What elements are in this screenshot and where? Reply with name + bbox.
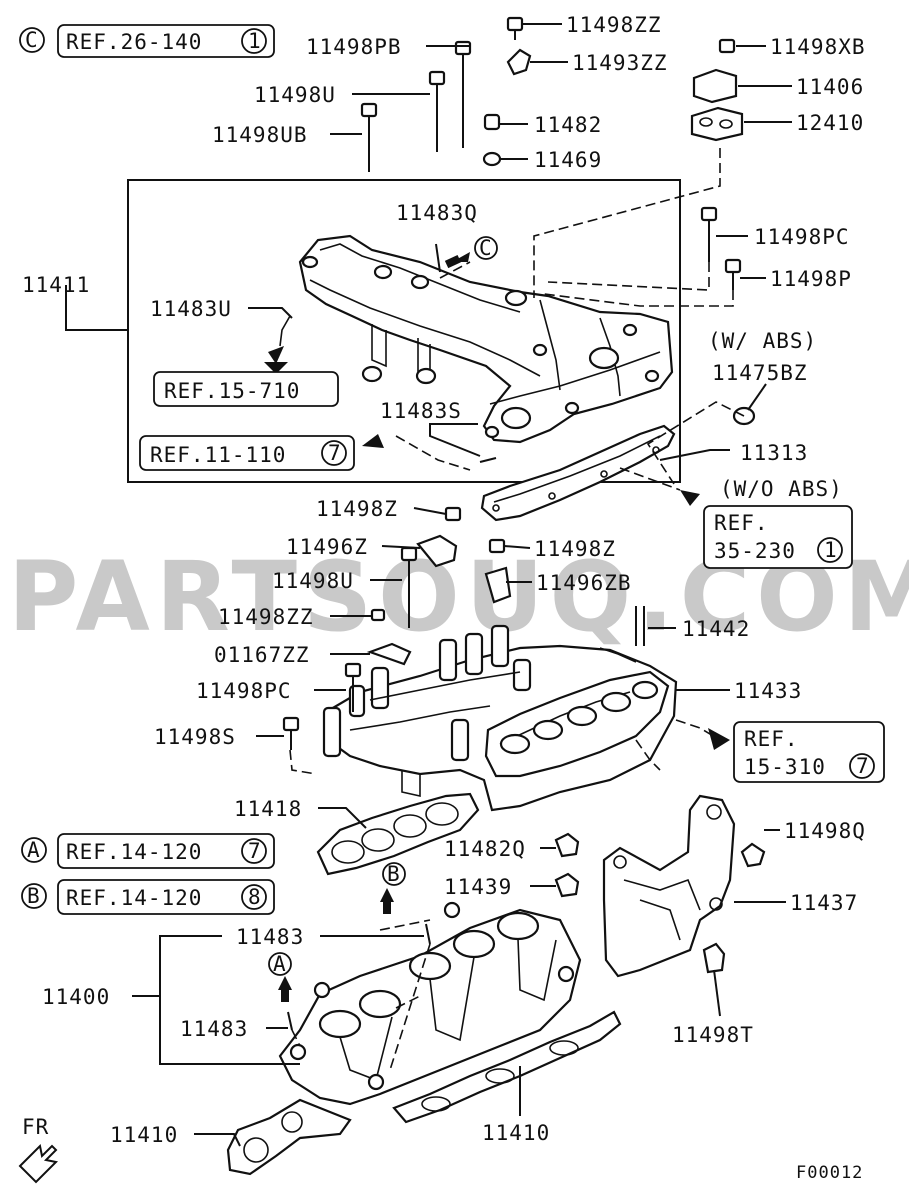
group-label-11411[interactable]: 11411 (22, 273, 90, 297)
callout-b-marker: B (382, 862, 406, 886)
ref-15-310[interactable]: REF. 15-310 7 (733, 721, 885, 783)
part-label-11498PC-mid[interactable]: 11498PC (196, 679, 292, 703)
ref-11-110[interactable]: REF.11-110 7 (139, 435, 355, 471)
part-label-11483S[interactable]: 11483S (380, 399, 462, 423)
part-label-11483U[interactable]: 11483U (150, 297, 232, 321)
intake-manifold-11433-illustration (322, 624, 678, 812)
part-label-11406[interactable]: 11406 (796, 75, 864, 99)
part-label-11498XB[interactable]: 11498XB (770, 35, 866, 59)
part-label-01167ZZ[interactable]: 01167ZZ (214, 643, 310, 667)
ref-14-120-b-text: REF.14-120 (66, 886, 202, 910)
ref-14-120-a-text: REF.14-120 (66, 840, 202, 864)
part-label-11418[interactable]: 11418 (234, 797, 302, 821)
part-label-11483-a[interactable]: 11483 (236, 925, 304, 949)
part-label-11498UB[interactable]: 11498UB (212, 123, 308, 147)
callout-a-marker: A (268, 952, 292, 976)
ref-15-310-line2: 15-310 (744, 755, 826, 779)
part-label-11498ZZ-mid[interactable]: 11498ZZ (218, 605, 314, 629)
part-label-11482Q[interactable]: 11482Q (444, 837, 526, 861)
gasket-11410-right-illustration (392, 1010, 622, 1124)
small-parts (279, 16, 766, 1031)
leader-lines (132, 23, 792, 1147)
part-label-11410-a[interactable]: 11410 (110, 1123, 178, 1147)
callout-c-marker: C (474, 236, 498, 260)
part-label-11496Z[interactable]: 11496Z (286, 535, 368, 559)
part-labels: 11498ZZ 11498PB 11493ZZ 11498XB 11406 11… (22, 13, 866, 1147)
ref-14-120-a[interactable]: A REF.14-120 7 (21, 833, 275, 869)
callout-b-label: B (27, 884, 41, 908)
ref-11-110-number: 7 (328, 441, 342, 465)
figure-code: F00012 (796, 1163, 863, 1183)
gasket-11313-illustration (480, 424, 676, 522)
ref-15-310-number: 7 (856, 754, 870, 778)
part-label-11498P[interactable]: 11498P (770, 267, 852, 291)
part-label-11498ZZ-top[interactable]: 11498ZZ (566, 13, 662, 37)
part-label-11498Z-b[interactable]: 11498Z (534, 537, 616, 561)
lower-intake-manifold-11400-illustration (278, 901, 582, 1106)
note-without-abs: (W/O ABS) (720, 477, 843, 501)
callout-b-marker-label: B (387, 862, 401, 886)
part-label-11498PB[interactable]: 11498PB (306, 35, 402, 59)
arrows (18, 252, 730, 1184)
part-label-11483-b[interactable]: 11483 (180, 1017, 248, 1041)
front-direction-label: FR (22, 1115, 49, 1139)
ref-35-230[interactable]: REF. 35-230 1 (703, 505, 853, 569)
gasket-11410-left-illustration (226, 1098, 352, 1176)
callout-a-marker-label: A (273, 952, 287, 976)
part-label-11469[interactable]: 11469 (534, 148, 602, 172)
part-label-11498Q[interactable]: 11498Q (784, 819, 866, 843)
ref-15-310-line1: REF. (744, 727, 799, 751)
ref-35-230-line2: 35-230 (714, 539, 796, 563)
callout-c-marker-label: C (479, 236, 493, 260)
ref-15-710[interactable]: REF.15-710 (153, 371, 339, 407)
upper-intake-manifold-illustration (298, 234, 674, 444)
part-label-11482[interactable]: 11482 (534, 113, 602, 137)
part-label-11483Q[interactable]: 11483Q (396, 201, 478, 225)
part-label-11498PC-top[interactable]: 11498PC (754, 225, 850, 249)
part-label-11313[interactable]: 11313 (740, 441, 808, 465)
part-label-11442[interactable]: 11442 (682, 617, 750, 641)
part-label-11498U-top[interactable]: 11498U (254, 83, 336, 107)
part-label-11433[interactable]: 11433 (734, 679, 802, 703)
group-leader-11411 (65, 285, 128, 331)
ref-26-140-number: 1 (248, 29, 262, 53)
part-label-11400[interactable]: 11400 (42, 985, 110, 1009)
ref-35-230-number: 1 (824, 538, 838, 562)
part-label-11498Z-a[interactable]: 11498Z (316, 497, 398, 521)
part-label-11496ZB[interactable]: 11496ZB (536, 571, 632, 595)
ref-35-230-line1: REF. (714, 511, 769, 535)
callout-c-label: C (25, 28, 39, 52)
bracket-11437-illustration (602, 794, 736, 978)
part-label-11437[interactable]: 11437 (790, 891, 858, 915)
ref-26-140[interactable]: C REF.26-140 1 (19, 24, 275, 58)
part-label-11498U-mid[interactable]: 11498U (272, 569, 354, 593)
callout-a-label: A (27, 838, 41, 862)
ref-14-120-b-number: 8 (248, 885, 262, 909)
dashed-guides (289, 148, 745, 1071)
ref-14-120-a-number: 7 (248, 839, 262, 863)
ref-11-110-text: REF.11-110 (150, 443, 286, 467)
ref-14-120-b[interactable]: B REF.14-120 8 (21, 879, 275, 915)
part-label-11493ZZ[interactable]: 11493ZZ (572, 51, 668, 75)
part-label-11475BZ[interactable]: 11475BZ (712, 361, 808, 385)
part-label-11439[interactable]: 11439 (444, 875, 512, 899)
gasket-11418-illustration (316, 792, 480, 876)
ref-26-140-text: REF.26-140 (66, 30, 202, 54)
note-with-abs: (W/ ABS) (708, 329, 817, 353)
part-label-11410-b[interactable]: 11410 (482, 1121, 550, 1145)
part-label-11498S[interactable]: 11498S (154, 725, 236, 749)
part-label-12410[interactable]: 12410 (796, 111, 864, 135)
part-label-11498T[interactable]: 11498T (672, 1023, 754, 1047)
ref-15-710-text: REF.15-710 (164, 379, 300, 403)
